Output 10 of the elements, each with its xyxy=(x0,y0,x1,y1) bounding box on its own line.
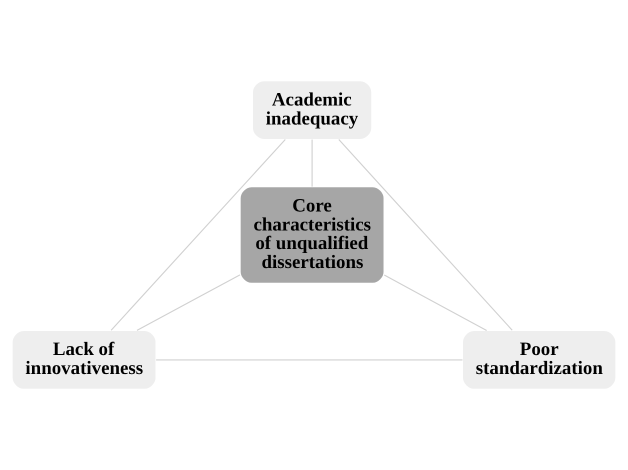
node-box: Lack of innovativeness xyxy=(12,330,156,390)
node-box: Poor standardization xyxy=(462,330,616,390)
connector xyxy=(338,139,513,331)
connector xyxy=(136,274,240,331)
connector xyxy=(156,359,462,360)
connector xyxy=(110,139,286,331)
node-box: Academic inadequacy xyxy=(252,80,372,140)
connector xyxy=(384,274,487,331)
node-box: Core characteristics of unqualified dissertations xyxy=(240,186,384,284)
connector xyxy=(312,140,313,187)
